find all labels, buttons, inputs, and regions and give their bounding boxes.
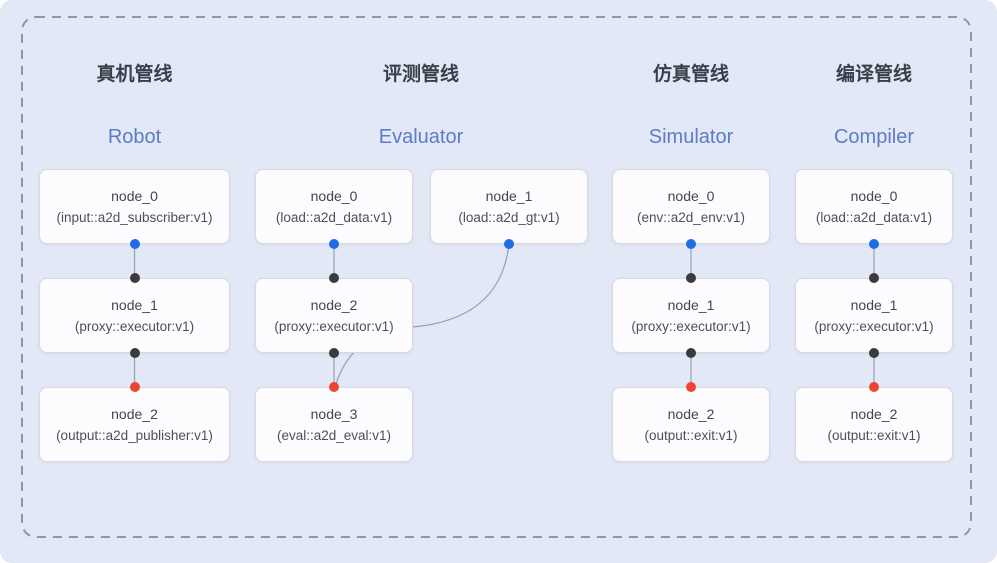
port-dot-black [329,273,339,283]
node-box-compiler-node_1: node_1(proxy::executor:v1) [795,278,953,353]
dashed-frame-border [21,16,972,538]
port-dot-blue [329,239,339,249]
node-type-label: (output::a2d_publisher:v1) [56,427,213,443]
port-dot-black [686,348,696,358]
node-type-label: (output::exit:v1) [827,427,921,443]
node-name-label: node_1 [111,296,158,313]
port-dot-black [129,348,140,358]
port-dot-black [129,273,140,283]
port-dot-red [129,382,140,392]
port-dot-blue [869,239,879,249]
node-name-label: node_2 [310,296,358,313]
node-name-label: node_1 [850,296,898,313]
node-box-simulator-node_1: node_1(proxy::executor:v1) [612,278,770,353]
port-dot-black [869,273,879,283]
node-name-label: node_2 [667,405,715,422]
node-box-simulator-node_2: node_2(output::exit:v1) [612,387,770,462]
node-type-label: (proxy::executor:v1) [274,318,394,334]
port-dot-blue [129,239,140,249]
node-box-robot-node_1: node_1(proxy::executor:v1) [39,278,230,353]
pipeline-title-zh-compiler: 编译管线 [835,64,913,85]
node-type-label: (load::a2d_data:v1) [815,209,933,225]
pipeline-title-zh-evaluator: 评测管线 [382,64,460,85]
port-dot-black [329,348,339,358]
node-name-label: node_2 [850,405,898,422]
node-name-label: node_1 [485,187,533,204]
node-box-evaluator-node_2: node_2(proxy::executor:v1) [255,278,413,353]
pipeline-title-en-evaluator: Evaluator [378,126,464,148]
pipeline-title-zh-robot: 真机管线 [96,64,173,85]
port-dot-black [686,273,696,283]
pipeline-title-zh-simulator: 仿真管线 [652,64,730,85]
node-box-simulator-node_0: node_0(env::a2d_env:v1) [612,169,770,244]
node-type-label: (output::exit:v1) [644,427,738,443]
port-dot-blue [686,239,696,249]
edge-curve-gt-to-eval [335,243,510,385]
node-box-compiler-node_0: node_0(load::a2d_data:v1) [795,169,953,244]
node-box-evaluator-node_1: node_1(load::a2d_gt:v1) [430,169,588,244]
port-dot-red [869,382,879,392]
node-type-label: (env::a2d_env:v1) [636,209,746,225]
port-dot-blue [504,239,514,249]
pipeline-title-en-compiler: Compiler [833,126,915,148]
node-box-evaluator-node_0: node_0(load::a2d_data:v1) [255,169,413,244]
node-box-robot-node_2: node_2(output::a2d_publisher:v1) [39,387,230,462]
port-dot-red [329,382,339,392]
pipeline-title-en-simulator: Simulator [648,126,734,148]
pipeline-title-en-robot: Robot [107,126,162,148]
node-type-label: (load::a2d_data:v1) [275,209,393,225]
node-name-label: node_0 [667,187,715,204]
node-name-label: node_1 [667,296,715,313]
node-type-label: (proxy::executor:v1) [631,318,751,334]
node-name-label: node_0 [310,187,358,204]
node-type-label: (eval::a2d_eval:v1) [276,427,392,443]
port-dot-black [869,348,879,358]
node-box-robot-node_0: node_0(input::a2d_subscriber:v1) [39,169,230,244]
port-dot-red [686,382,696,392]
node-name-label: node_0 [111,187,158,204]
node-name-label: node_3 [310,405,358,422]
node-box-compiler-node_2: node_2(output::exit:v1) [795,387,953,462]
node-name-label: node_0 [850,187,898,204]
node-name-label: node_2 [111,405,158,422]
node-box-evaluator-node_3: node_3(eval::a2d_eval:v1) [255,387,413,462]
node-type-label: (input::a2d_subscriber:v1) [56,209,213,225]
node-type-label: (proxy::executor:v1) [74,318,195,334]
node-type-label: (load::a2d_gt:v1) [458,209,560,225]
node-type-label: (proxy::executor:v1) [814,318,934,334]
